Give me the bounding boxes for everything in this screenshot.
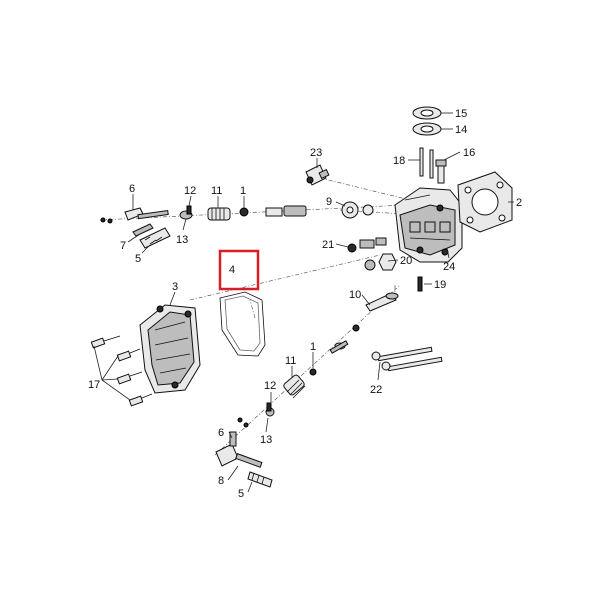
label-6-upper: 6 xyxy=(129,183,135,195)
leader-lines xyxy=(93,112,514,493)
upper-valve-train xyxy=(100,205,307,249)
label-1-lower: 1 xyxy=(310,341,316,353)
long-bolts xyxy=(371,346,443,372)
label-12-upper: 12 xyxy=(184,185,196,197)
valve-cover xyxy=(139,304,201,394)
valve-cover-gasket xyxy=(219,291,266,357)
label-6-lower: 6 xyxy=(218,427,224,439)
label-15: 15 xyxy=(455,108,467,120)
label-1-upper: 1 xyxy=(240,185,246,197)
label-12-lower: 12 xyxy=(264,380,276,392)
label-9: 9 xyxy=(326,196,332,208)
cover-bolts xyxy=(90,335,153,407)
sensor-part xyxy=(435,159,447,184)
label-19: 19 xyxy=(434,279,446,291)
exhaust-gaskets xyxy=(412,106,442,136)
label-18: 18 xyxy=(393,155,405,167)
lower-valve-train xyxy=(215,324,360,488)
cam-sprocket xyxy=(341,201,374,219)
cylinder-head xyxy=(394,187,463,263)
highlight-box xyxy=(218,249,260,291)
label-20: 20 xyxy=(400,255,412,267)
small-fasteners xyxy=(347,237,423,292)
label-11-upper: 11 xyxy=(211,185,222,197)
label-13-lower: 13 xyxy=(260,434,272,446)
cylinder-gasket xyxy=(457,171,513,233)
label-24: 24 xyxy=(443,261,455,273)
label-4: 4 xyxy=(229,264,235,276)
spark-plug xyxy=(305,164,330,186)
label-3: 3 xyxy=(172,281,178,293)
intake-valve xyxy=(365,292,399,312)
label-8: 8 xyxy=(218,475,224,487)
part-labels: 15 14 16 18 23 2 9 6 12 11 1 13 7 5 21 2… xyxy=(88,108,522,500)
label-21: 21 xyxy=(322,239,334,251)
label-16: 16 xyxy=(463,147,475,159)
label-17: 17 xyxy=(88,379,100,391)
label-11-lower: 11 xyxy=(285,355,296,367)
label-5-upper: 5 xyxy=(135,253,141,265)
label-7: 7 xyxy=(120,240,126,252)
label-5-lower: 5 xyxy=(238,488,244,500)
stud-bolts xyxy=(419,147,434,179)
label-2: 2 xyxy=(516,197,522,209)
label-23: 23 xyxy=(310,147,322,159)
label-13-upper: 13 xyxy=(176,234,188,246)
assembly-axis-lines xyxy=(99,177,421,456)
label-22: 22 xyxy=(370,384,382,396)
label-14: 14 xyxy=(455,124,467,136)
label-10: 10 xyxy=(349,289,361,301)
